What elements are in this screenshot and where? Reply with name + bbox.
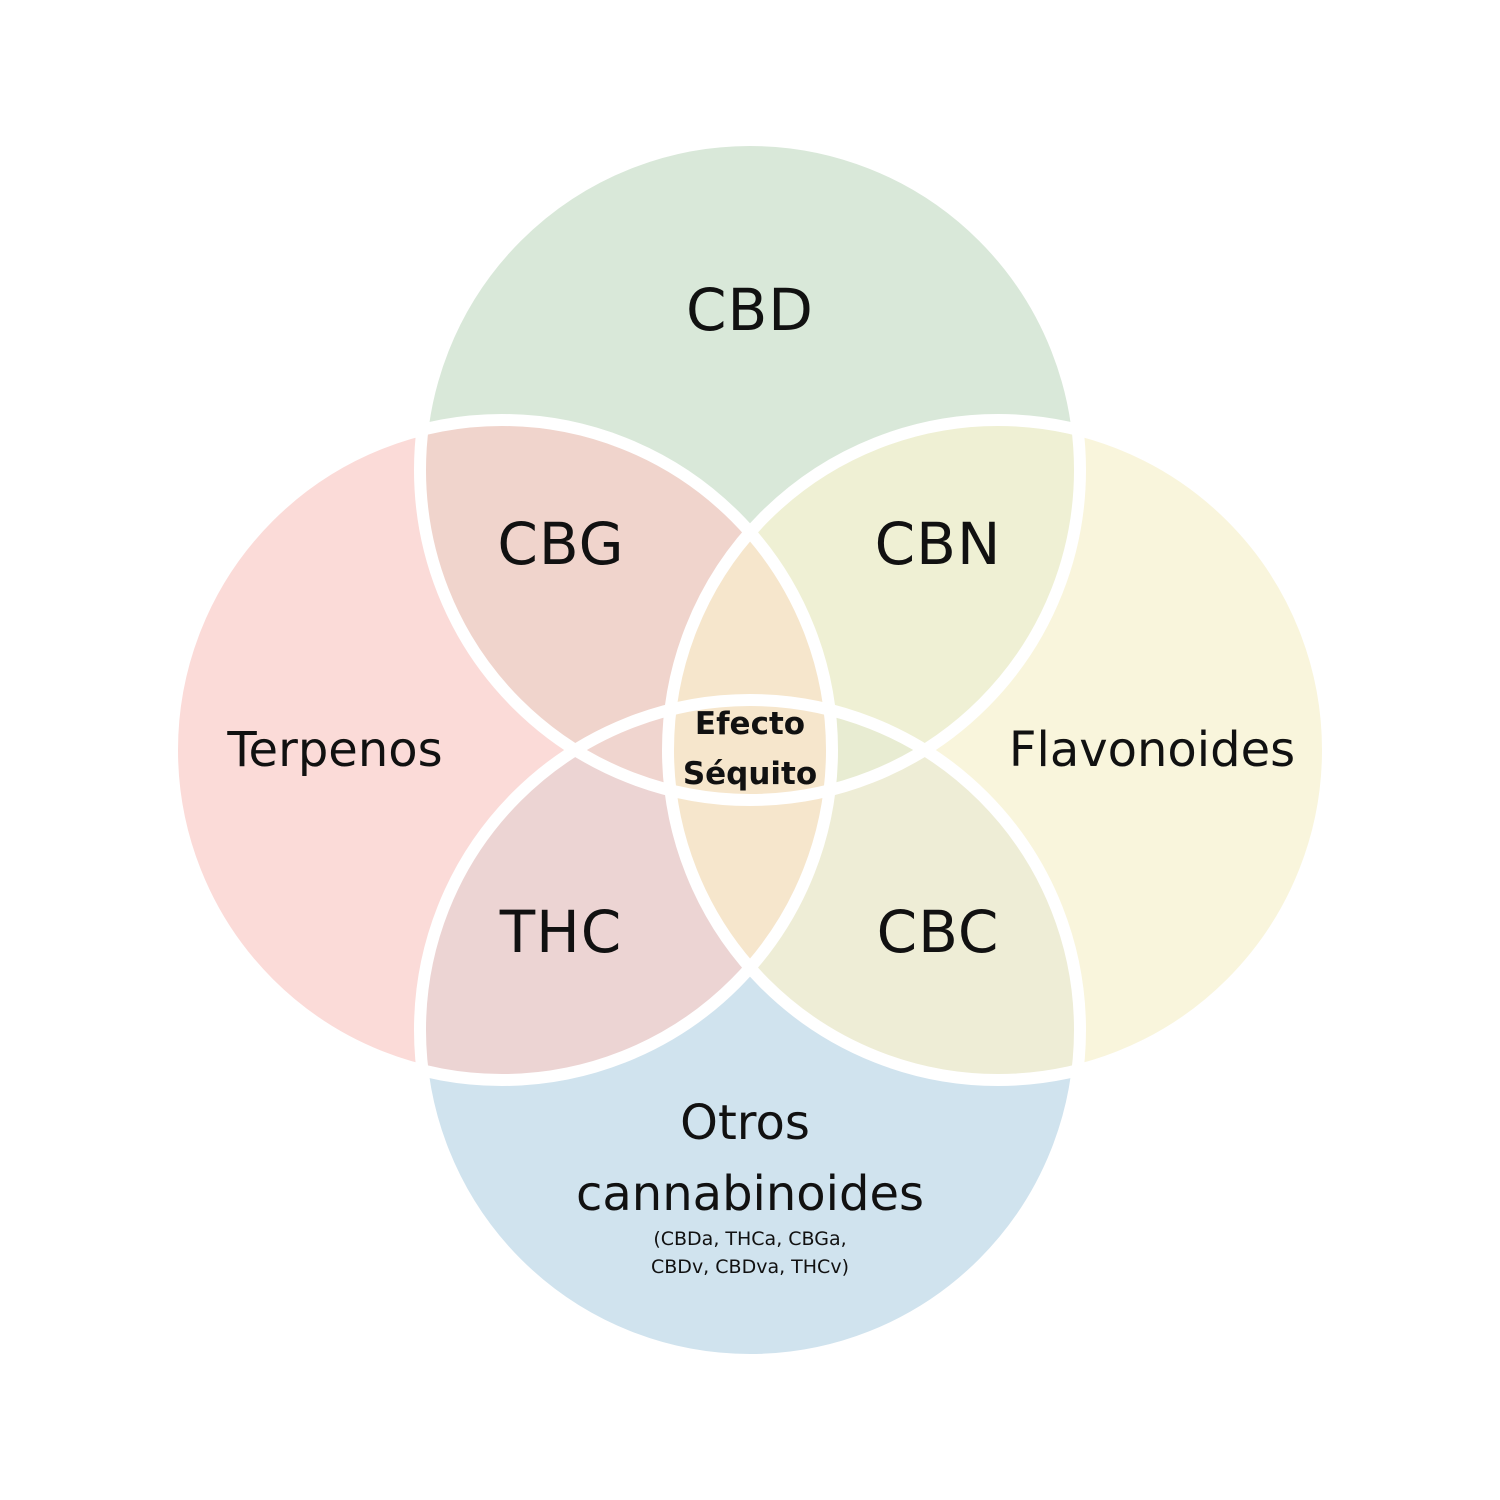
label-efecto-sequito: Efecto Séquito — [683, 699, 817, 799]
label-flavonoides: Flavonoides — [1008, 722, 1296, 778]
label-sequito: Séquito — [682, 756, 818, 792]
label-terpenos: Terpenos — [227, 722, 443, 778]
note-line-1: (CBDa, THCa, CBGa, — [653, 1228, 847, 1250]
label-otros-note: (CBDa, THCa, CBGa, CBDv, CBDva, THCv) — [651, 1225, 849, 1281]
note-line-2: CBDv, CBDva, THCv) — [651, 1256, 849, 1278]
label-efecto: Efecto — [694, 706, 806, 742]
outline-right — [662, 414, 1334, 1086]
outline-bottom — [414, 694, 1086, 1366]
label-cbd: CBD — [686, 276, 814, 344]
label-otros: Otros — [680, 1095, 810, 1151]
outline-left — [166, 414, 838, 1086]
label-cbn: CBN — [874, 510, 1002, 578]
label-cbc: CBC — [876, 898, 1000, 966]
outline-top — [414, 134, 1086, 806]
label-cbg: CBG — [497, 510, 625, 578]
label-thc: THC — [499, 898, 623, 966]
label-cannabinoides: cannabinoides — [576, 1166, 924, 1222]
